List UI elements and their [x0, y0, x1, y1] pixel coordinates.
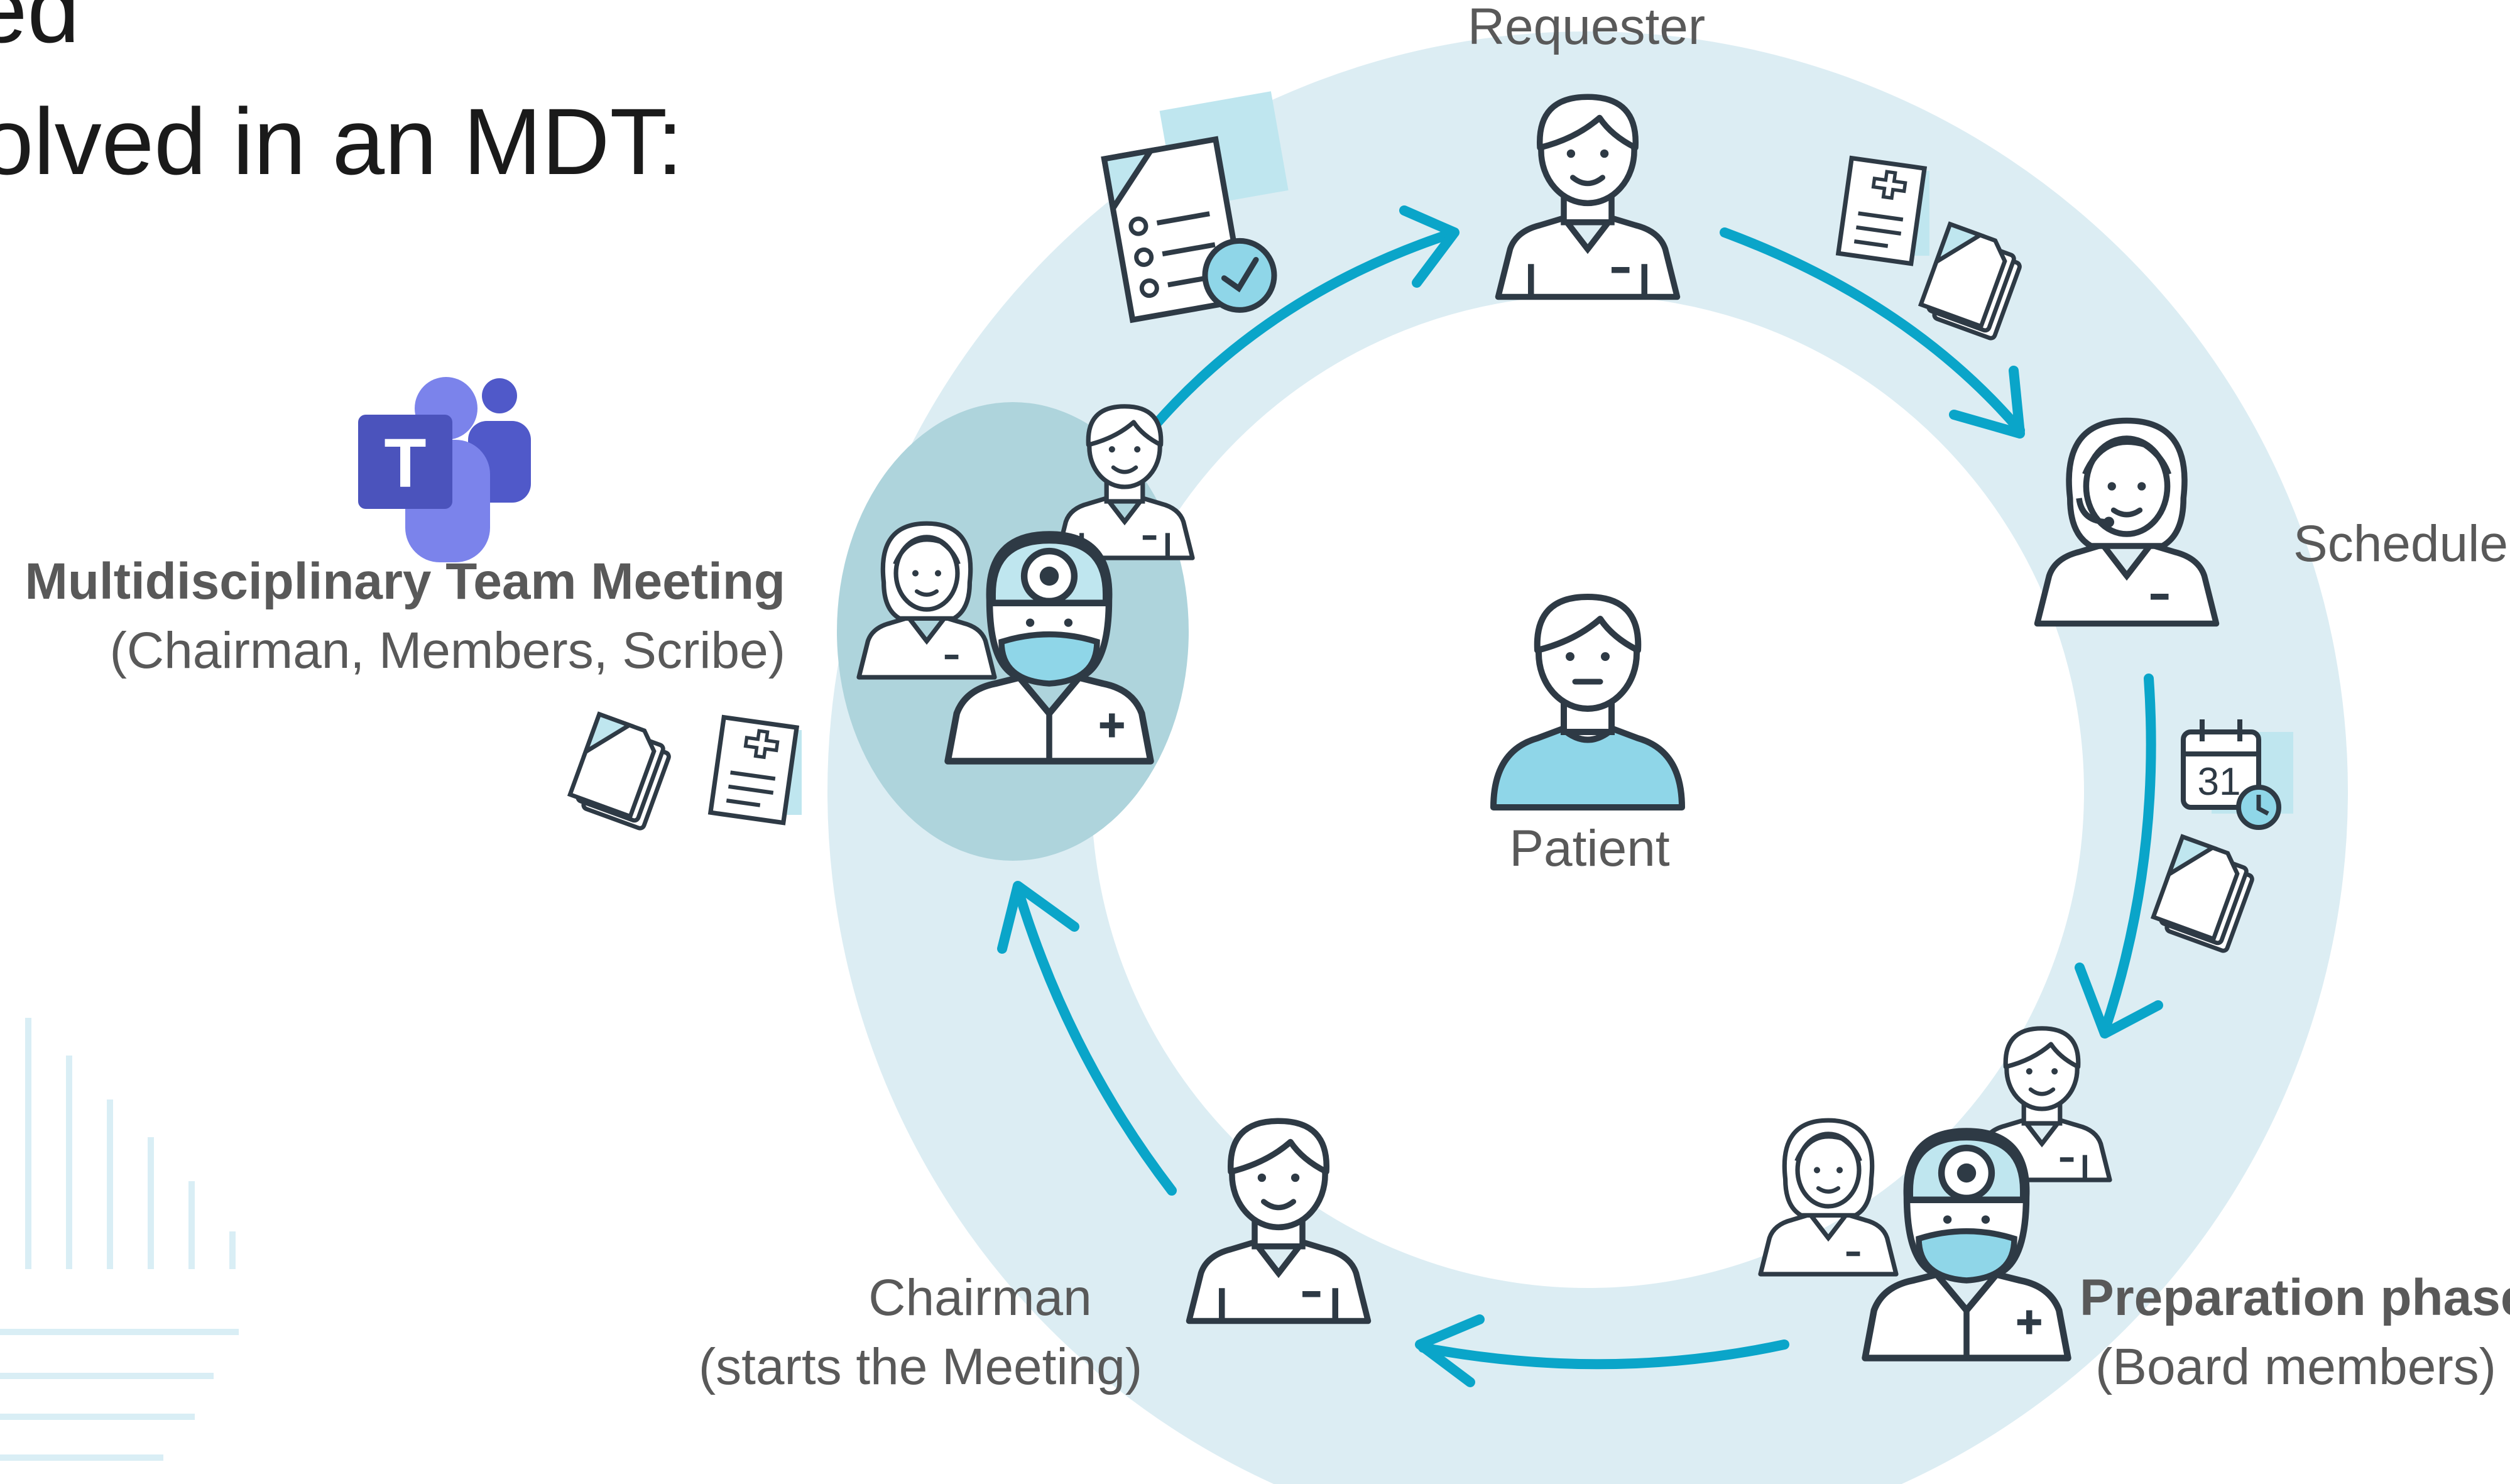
arrow-scheduler-to-preparation [2100, 674, 2156, 1035]
teams-logo-icon: T [358, 377, 531, 562]
arrow-preparation-to-chairman [1418, 1339, 1789, 1370]
arrow-chairman-to-meeting [1013, 884, 1177, 1196]
scheduler-label: Schedule [2293, 515, 2508, 572]
checklist-document-icon [1101, 91, 1289, 324]
workflow-arrows [997, 205, 2163, 1387]
slide-subtitle: olved in an MDT: [0, 89, 684, 194]
mdt-sub-label: (Chairman, Members, Scribe) [109, 622, 785, 679]
arrow-meeting-to-requester [1151, 231, 1450, 429]
patient-icon [1493, 597, 1682, 807]
medical-report-icon [711, 717, 802, 823]
mdt-title-label: Multidisciplinary Team Meeting [0, 550, 785, 614]
patient-label: Patient [1509, 820, 1670, 877]
preparation-phase-title: Preparation phase [2080, 1269, 2510, 1326]
medical-report-icon [1838, 158, 1929, 264]
calendar-clock-icon: 31 [2181, 719, 2293, 830]
arrow-requester-to-scheduler [1720, 227, 2025, 435]
calendar-day: 31 [2198, 760, 2241, 804]
preparation-phase-sub: (Board members) [2095, 1338, 2496, 1395]
chairman-title-label: Chairman [868, 1269, 1092, 1326]
documents-stack-icon [570, 714, 670, 829]
preparation-phase-label: Preparation phase [2080, 1266, 2510, 1331]
chairman-sub-label: (starts the Meeting) [698, 1338, 1143, 1395]
decorative-lines [0, 1018, 239, 1461]
svg-text:T: T [384, 425, 426, 502]
slide-title: ed [0, 0, 80, 62]
mdt-title: Multidisciplinary Team Meeting [25, 553, 785, 610]
requester-label: Requester [1467, 0, 1706, 55]
